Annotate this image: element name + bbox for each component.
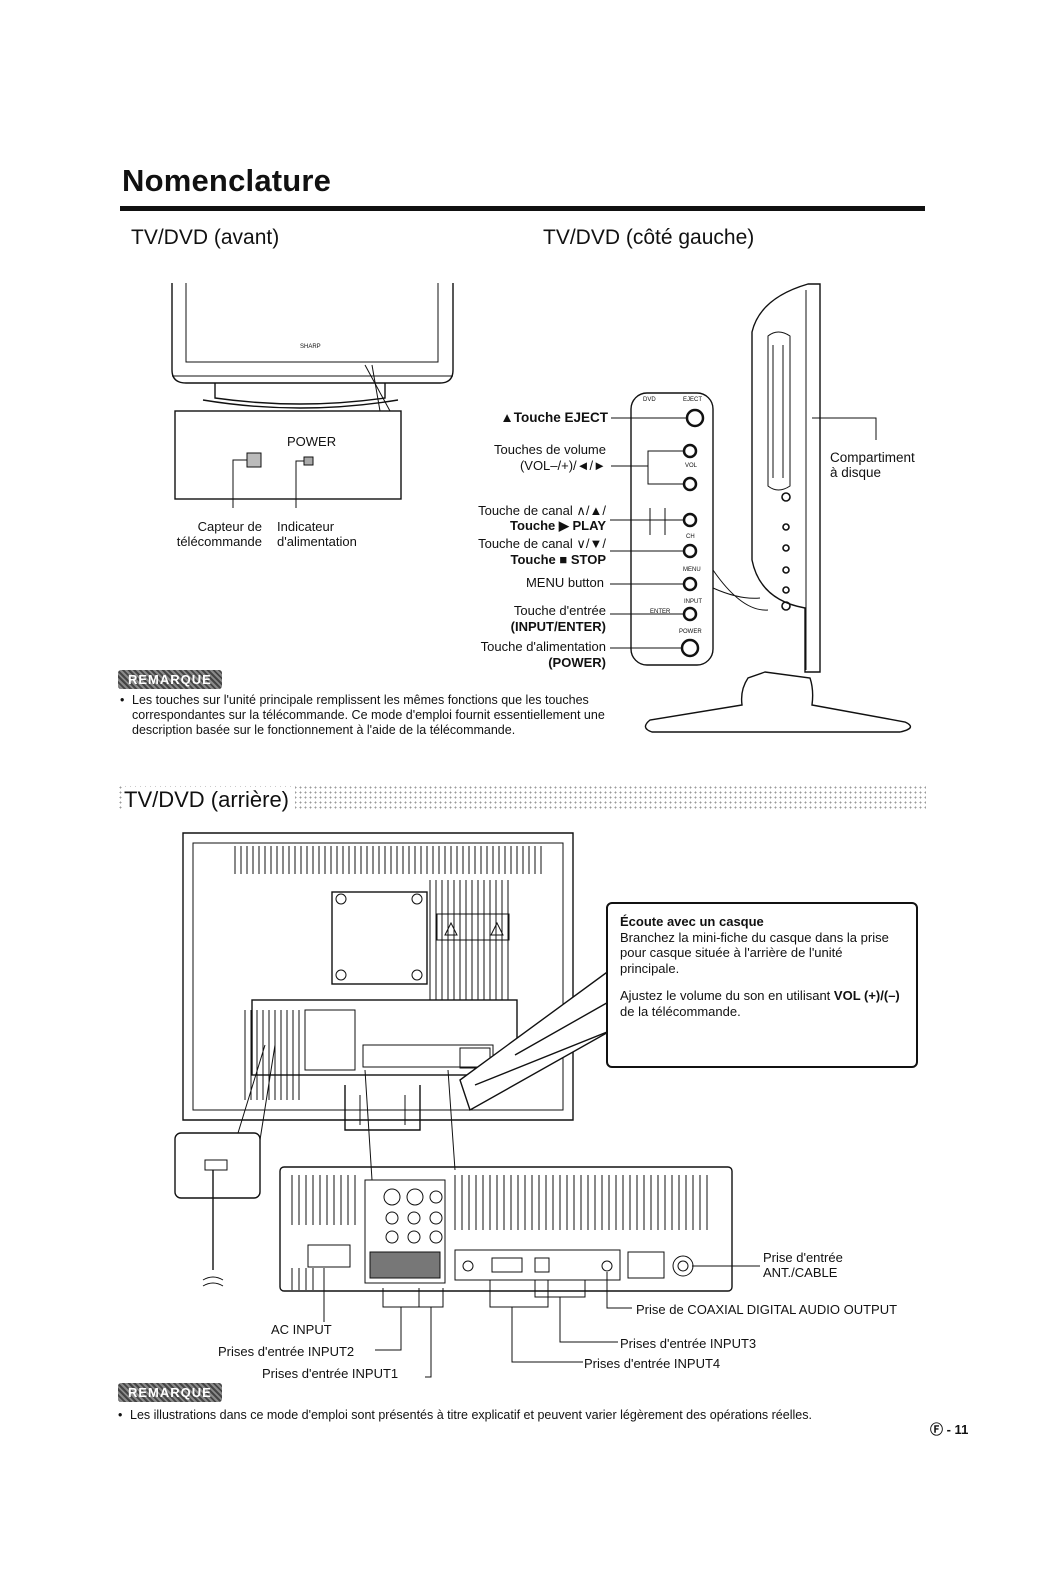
ac-input-label: AC INPUT — [271, 1322, 332, 1337]
input-label-2: (INPUT/ENTER) — [510, 619, 606, 634]
remark-badge-2: REMARQUE — [118, 1383, 222, 1402]
power-indicator-label: Indicateur d'alimentation — [277, 519, 357, 549]
input2-label: Prises d'entrée INPUT2 — [218, 1344, 355, 1359]
side-heading: TV/DVD (côté gauche) — [543, 226, 755, 249]
channel-down-label-1: Touche de canal ∨/▼/ — [478, 536, 606, 551]
callout-text-2-bold: VOL (+)/(–) — [833, 988, 900, 1003]
callout-text-2: Ajustez le volume du son en utilisant VO… — [620, 988, 904, 1019]
panel-vol-text: VOL — [685, 463, 698, 469]
remark-badge-1: REMARQUE — [118, 670, 222, 689]
remote-sensor-label: Capteur de télécommande — [176, 519, 262, 549]
callout-text-2-prefix: Ajustez le volume du son en utilisant — [620, 988, 834, 1003]
input1-label: Prises d'entrée INPUT1 — [262, 1366, 399, 1381]
power-button-label-1: Touche d'alimentation — [480, 639, 606, 654]
input3-label: Prises d'entrée INPUT3 — [620, 1336, 757, 1351]
front-heading: TV/DVD (avant) — [131, 226, 280, 249]
front-power-label: POWER — [287, 434, 337, 449]
brand-logo: SHARP — [300, 344, 321, 350]
eject-label: ▲Touche EJECT — [500, 410, 608, 425]
disc-compartment-label: Compartiment à disque — [830, 450, 915, 480]
antenna-input-label: Prise d'entrée ANT./CABLE — [763, 1250, 843, 1280]
panel-ch-text: CH — [686, 534, 695, 540]
coaxial-output-label: Prise de COAXIAL DIGITAL AUDIO OUTPUT — [636, 1302, 898, 1317]
panel-input-text: INPUT — [684, 599, 702, 605]
volume-label-1: Touches de volume — [493, 442, 606, 457]
panel-menu-text: MENU — [683, 567, 701, 573]
panel-power-text: POWER — [679, 629, 702, 635]
callout-title: Écoute avec un casque — [620, 914, 764, 929]
channel-up-label-1: Touche de canal ∧/▲/ — [478, 503, 606, 518]
title-rule — [120, 206, 925, 211]
panel-enter-text: ENTER — [650, 609, 671, 615]
page-number: Ⓕ - 11 — [930, 1422, 969, 1437]
remark-text-1: Les touches sur l'unité principale rempl… — [120, 693, 612, 738]
panel-eject-text: EJECT — [683, 397, 703, 403]
rear-heading: TV/DVD (arrière) — [124, 787, 296, 813]
headphone-callout: Écoute avec un casque Branchez la mini-f… — [606, 902, 918, 1068]
channel-up-label-2: Touche ▶ PLAY — [510, 518, 606, 533]
menu-button-label: MENU button — [525, 575, 604, 590]
panel-dvd-text: DVD — [643, 397, 656, 403]
channel-down-label-2: Touche ■ STOP — [510, 552, 607, 567]
remark-text-2: Les illustrations dans ce mode d'emploi … — [118, 1408, 930, 1423]
callout-text: Branchez la mini-fiche du casque dans la… — [620, 929, 889, 976]
volume-label-2: (VOL–/+)/◄/► — [519, 458, 606, 473]
input-label-1: Touche d'entrée — [513, 603, 606, 618]
power-button-label-2: (POWER) — [548, 655, 606, 670]
input4-label: Prises d'entrée INPUT4 — [584, 1356, 721, 1371]
page-title: Nomenclature — [122, 163, 332, 198]
callout-text-2-suffix: de la télécommande. — [620, 1003, 741, 1019]
